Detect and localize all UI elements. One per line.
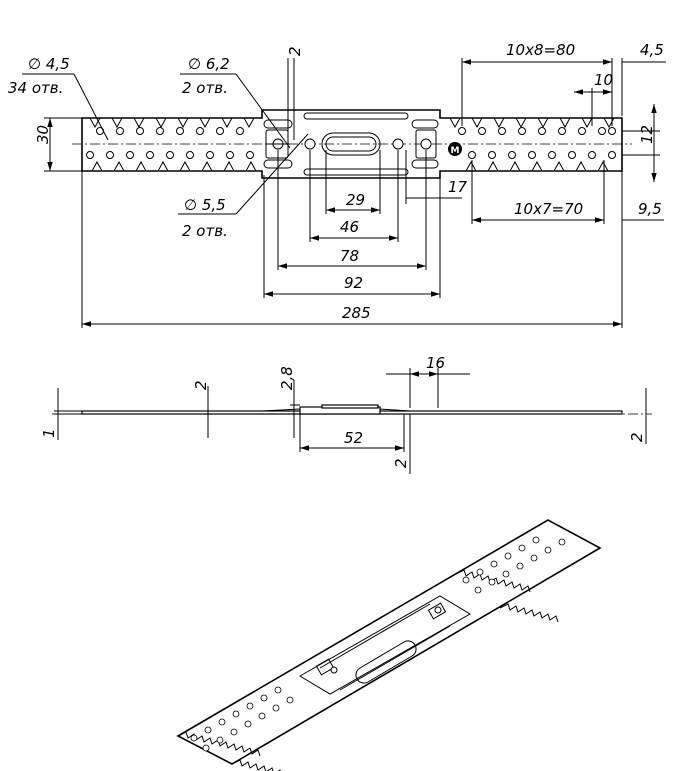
- label-d4-5: ∅ 4,5: [28, 55, 70, 73]
- dim-2-8: 2,8: [278, 366, 296, 390]
- serration-top-left: [82, 117, 255, 129]
- dim-46: 46: [340, 218, 359, 236]
- side-view: 16 2 2,8 1 52 2 2: [40, 354, 652, 474]
- top-view: M ∅ 4,5 34 отв. ∅ 6,2 2 отв. ∅ 5,5 2 отв…: [8, 41, 666, 328]
- svg-text:M: M: [451, 146, 460, 156]
- dim-12: 12: [638, 125, 656, 144]
- dim-78: 78: [340, 247, 359, 265]
- serration-top-right: [449, 117, 615, 129]
- label-d5-5: ∅ 5,5: [184, 196, 226, 214]
- hole-6-2-left: [304, 138, 316, 150]
- dim-30: 30: [34, 125, 52, 144]
- dim-17: 17: [448, 178, 468, 196]
- dim-10x7: 10x7=70: [514, 200, 583, 218]
- serration-bottom-right: [465, 160, 609, 172]
- dim-10x8: 10x8=80: [506, 41, 575, 59]
- holes-row-upper: [96, 127, 616, 135]
- logo-mark: M: [448, 142, 462, 156]
- dim-2-right: 2: [628, 432, 646, 442]
- dim-2-bottom: 2: [392, 458, 410, 468]
- dim-285: 285: [342, 304, 371, 322]
- dim-10: 10: [594, 71, 613, 89]
- label-d5-5-qty: 2 отв.: [182, 222, 228, 240]
- dim-1: 1: [40, 428, 58, 438]
- dim-4-5: 4,5: [640, 41, 664, 59]
- hole-5-5-right: [420, 138, 432, 150]
- dim-92: 92: [344, 274, 363, 292]
- label-d6-2-qty: 2 отв.: [182, 79, 228, 97]
- dim-2-top: 2: [286, 46, 304, 56]
- hole-6-2-right: [392, 138, 404, 150]
- dim-2-left: 2: [192, 380, 210, 390]
- dim-16: 16: [426, 354, 445, 372]
- middle-section: [263, 112, 439, 176]
- dim-52: 52: [344, 429, 363, 447]
- serration-bottom-left: [91, 160, 257, 172]
- dim-29: 29: [346, 191, 365, 209]
- isometric-view: [176, 519, 602, 771]
- dim-9-5: 9,5: [638, 200, 662, 218]
- label-d4-5-qty: 34 отв.: [8, 79, 63, 97]
- label-d6-2: ∅ 6,2: [188, 55, 230, 73]
- holes-row-lower: [86, 151, 616, 159]
